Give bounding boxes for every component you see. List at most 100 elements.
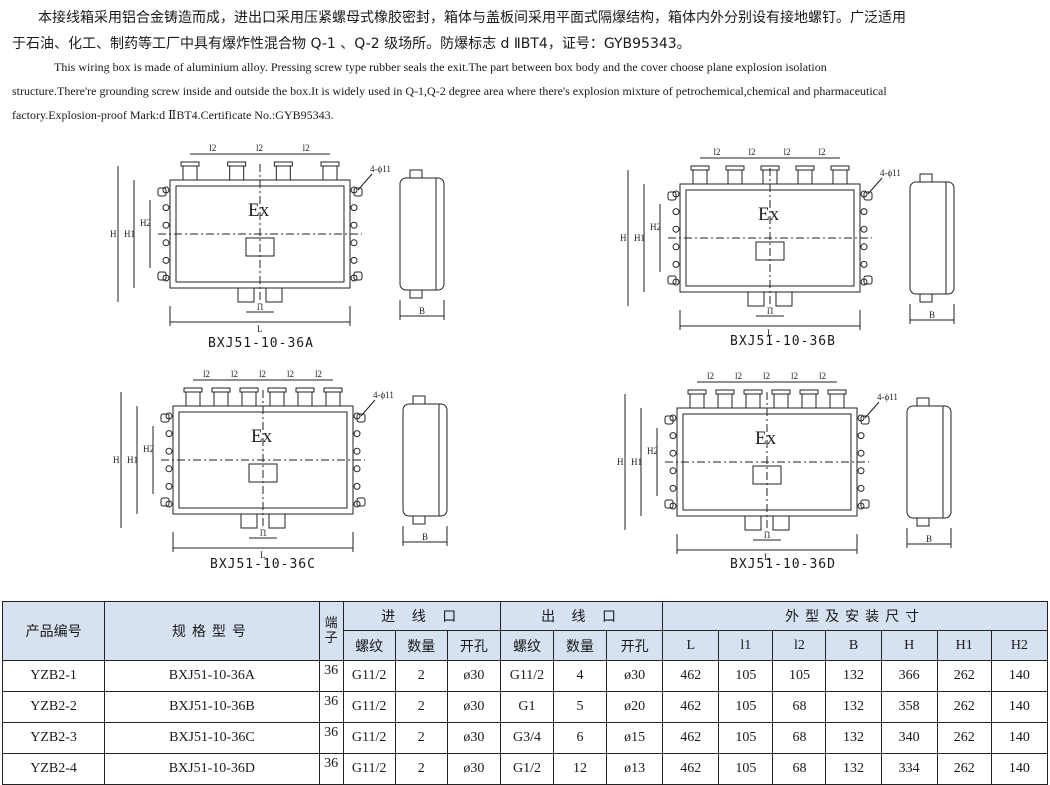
- dim-label-holes: 4-ϕ11: [880, 168, 901, 178]
- cable-gland-icon: [801, 393, 817, 409]
- cable-gland-icon: [829, 393, 845, 409]
- drawing-caption: BXJ51-10-36C: [210, 557, 316, 572]
- ex-mark: Ex: [248, 200, 270, 221]
- bolt-icon: [860, 225, 868, 233]
- cable-gland-icon: [322, 165, 338, 181]
- dim-label-l2: l2: [707, 371, 714, 381]
- mounting-lug: [860, 415, 870, 425]
- header-out-qty: 数量: [552, 630, 608, 661]
- nameplate: [245, 237, 275, 257]
- cable-gland-icon: [229, 165, 245, 181]
- cell-H2: 140: [990, 691, 1049, 723]
- mounting-lug: [353, 187, 363, 197]
- bolt-icon: [672, 260, 680, 268]
- dim-label-l2: l2: [791, 371, 798, 381]
- mounting-lug: [353, 271, 363, 281]
- intro-zh-line-1: 本接线箱采用铝合金铸造而成，进出口采用压紧螺母式橡胶密封，箱体与盖板间采用平面式…: [38, 10, 906, 26]
- bolt-icon: [162, 239, 170, 247]
- dim-label-L: L: [257, 324, 263, 334]
- bolt-icon: [162, 204, 170, 212]
- side-view-gland: [412, 395, 426, 405]
- side-view-gland: [916, 517, 930, 527]
- dim-label-B: B: [929, 310, 935, 320]
- gland-nut: [795, 165, 815, 171]
- cell-in-thread: G11/2: [342, 722, 396, 754]
- side-view-gland: [916, 397, 930, 407]
- dim-label-l2: l2: [819, 147, 826, 157]
- cable-gland-icon: [775, 291, 793, 307]
- nameplate: [752, 465, 782, 485]
- cable-gland-icon: [727, 169, 743, 185]
- header-inlet: 进 线 口: [342, 601, 501, 631]
- cell-H: 334: [880, 753, 938, 785]
- bolt-icon: [353, 430, 361, 438]
- bolt-icon: [353, 447, 361, 455]
- cable-gland-icon: [773, 393, 789, 409]
- cell-in-hole: ø30: [446, 753, 501, 785]
- dim-label-l2: l2: [287, 369, 294, 379]
- dim-label-H1: H1: [631, 457, 642, 467]
- header-H: H: [880, 630, 938, 661]
- gland-nut: [830, 165, 850, 171]
- cable-gland-icon: [744, 515, 762, 531]
- cell-in-thread: G11/2: [342, 691, 396, 723]
- bolt-icon: [162, 221, 170, 229]
- cell-model: BXJ51-10-36C: [104, 722, 320, 754]
- cell-model: BXJ51-10-36D: [104, 753, 320, 785]
- bolt-icon: [860, 243, 868, 251]
- cable-gland-icon: [269, 391, 285, 407]
- cell-out-hole: ø13: [606, 753, 664, 785]
- leader-line: [867, 177, 883, 195]
- bolt-icon: [669, 467, 677, 475]
- cable-gland-icon: [237, 287, 255, 303]
- header-H2: H2: [990, 630, 1049, 661]
- dim-label-H1: H1: [127, 455, 138, 465]
- cell-product-no: YZB2-2: [1, 691, 106, 723]
- dim-label-l2: l2: [819, 371, 826, 381]
- cable-gland-icon: [717, 393, 733, 409]
- dim-label-L: L: [767, 328, 773, 338]
- cell-l1: 105: [718, 691, 774, 723]
- dim-label-H: H: [617, 457, 624, 467]
- bolt-icon: [350, 221, 358, 229]
- cell-l1: 105: [718, 753, 774, 785]
- dim-label-l2: l2: [256, 143, 263, 153]
- bolt-icon: [860, 260, 868, 268]
- cell-H1: 262: [936, 691, 992, 723]
- gland-nut: [799, 389, 819, 395]
- dim-label-H: H: [110, 229, 117, 239]
- bolt-icon: [672, 225, 680, 233]
- gland-nut: [273, 161, 293, 167]
- cell-l1: 105: [718, 660, 774, 692]
- cell-out-hole: ø20: [606, 691, 664, 723]
- dim-label-B: B: [926, 534, 932, 544]
- gland-nut: [743, 389, 763, 395]
- dim-label-H1: H1: [124, 229, 135, 239]
- gland-nut: [211, 387, 231, 393]
- drawing-caption: BXJ51-10-36B: [730, 334, 836, 349]
- cell-in-qty: 2: [394, 753, 448, 785]
- ex-mark: Ex: [755, 428, 777, 449]
- cell-l1: 105: [718, 722, 774, 754]
- bolt-icon: [857, 467, 865, 475]
- cell-in-thread: G11/2: [342, 660, 396, 692]
- dim-label-l2: l2: [315, 369, 322, 379]
- gland-nut: [267, 387, 287, 393]
- cell-H2: 140: [990, 722, 1049, 754]
- header-L: L: [662, 630, 720, 661]
- cell-B: 132: [825, 722, 882, 754]
- cell-in-thread: G11/2: [342, 753, 396, 785]
- cell-L: 462: [662, 691, 720, 723]
- cable-gland-icon: [185, 391, 201, 407]
- bolt-icon: [165, 465, 173, 473]
- dim-label-holes: 4-ϕ11: [877, 392, 898, 402]
- dim-label-l1: l1: [764, 530, 771, 540]
- nameplate: [248, 463, 278, 483]
- dim-label-L: L: [260, 550, 266, 560]
- cable-gland-icon: [182, 165, 198, 181]
- cell-B: 132: [825, 691, 882, 723]
- bolt-icon: [353, 465, 361, 473]
- dim-label-l2: l2: [749, 147, 756, 157]
